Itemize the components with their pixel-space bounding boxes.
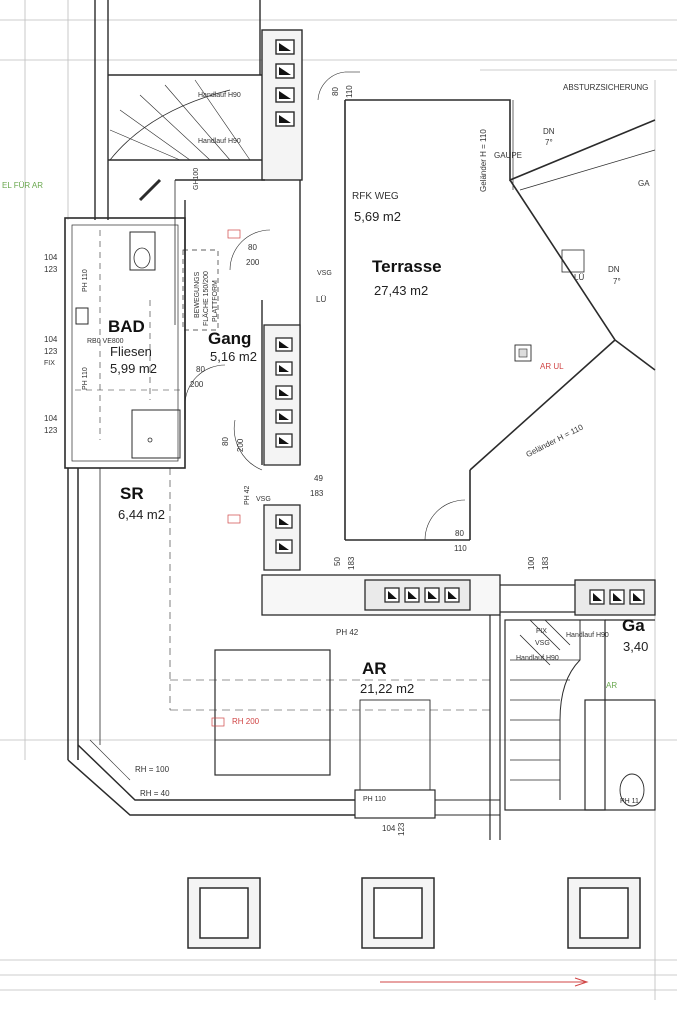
annotation-vsg-1: VSG: [317, 270, 332, 277]
dim-104-top-a: 104: [44, 253, 58, 262]
annotation-absturz: ABSTURZSICHERUNG: [563, 83, 649, 92]
dim-123-bottom-d: 123: [397, 822, 406, 836]
bathroom: [64, 217, 186, 469]
annotation-rb-ve: RB0 VE800: [87, 338, 124, 345]
dim-123-bottom-b: 123: [44, 347, 58, 356]
room-area-bad: 5,99 m2: [110, 361, 157, 376]
dim-104-top-c: 104: [44, 414, 58, 423]
sr-room-walls: [67, 468, 355, 816]
annotation-bewegung-1: BEWEGUNGS: [194, 271, 201, 318]
dim-110-bottom-e: 110: [454, 544, 467, 553]
annotation-dn1-deg: 7°: [545, 138, 553, 147]
room-name-terrasse: Terrasse: [372, 257, 442, 276]
lower-tile-strip: [261, 574, 656, 616]
dim-104-top-d: 104: [382, 824, 396, 833]
room-name-bad: BAD: [108, 317, 145, 336]
dim-80-top-e: 80: [455, 529, 464, 538]
room-area-ga: 3,40: [623, 639, 649, 654]
annotation-ph110-3: PH 110: [363, 796, 386, 803]
annotation-handlauf-3: Handlauf H90: [566, 632, 609, 639]
annotation-fix-2: FIX: [536, 628, 547, 635]
dim-123-bottom-a: 123: [44, 265, 58, 274]
annotation-gaupe: GAUPE: [494, 151, 523, 160]
dim-104-top-b: 104: [44, 335, 58, 344]
annotation-vsg-3: VSG: [535, 640, 550, 647]
terrace: [317, 71, 656, 541]
construction-lines: [0, 0, 677, 1000]
dim-50-top: 50: [333, 557, 342, 566]
chimney-top: [261, 29, 303, 181]
annotation-handlauf-2: Handlauf H90: [198, 138, 241, 145]
red-markers: [211, 229, 241, 727]
dim-49-top: 49: [314, 474, 323, 483]
room-name-sr: SR: [120, 484, 144, 503]
annotation-ga-cut: GA: [638, 179, 650, 188]
annotation-handlauf-1: Handlauf H90: [198, 92, 241, 99]
annotation-rh40: RH = 40: [140, 789, 170, 798]
annotation-rh200: RH 200: [232, 717, 260, 726]
room-name-ga: Ga: [622, 616, 645, 635]
dim-110-bottom-a: 110: [345, 85, 354, 98]
annotation-lu-1: LÜ: [316, 295, 327, 304]
annotation-ph110-2: PH 110: [82, 367, 89, 390]
annotation-ph110-1: PH 110: [82, 269, 89, 292]
chimney-middle: [263, 324, 301, 571]
annotation-el-fur-ar: EL FÜR AR: [2, 181, 44, 190]
upper-left-stair: [94, 0, 270, 220]
stair-right: [504, 619, 656, 811]
annotation-ph42-1: PH 42: [244, 485, 251, 505]
annotation-rh100: RH = 100: [135, 765, 170, 774]
room-area-rfk: 5,69 m2: [354, 209, 401, 224]
annotation-gelaender-top: Geländer H = 110: [479, 129, 488, 192]
dim-80-top-a: 80: [331, 87, 340, 96]
room-area-terrasse: 27,43 m2: [374, 283, 429, 298]
dim-80-top-d: 80: [221, 437, 230, 446]
annotation-dn2: DN: [608, 265, 620, 274]
dim-100-top: 100: [527, 556, 536, 570]
dim-183-bottom-c: 183: [541, 556, 550, 570]
room-area-gang: 5,16 m2: [210, 349, 257, 364]
annotation-bewegung-3: PLATTFORM: [212, 280, 219, 322]
dim-200-bottom-d: 200: [236, 438, 245, 452]
ar-room: [170, 615, 501, 840]
room-finish-bad: Fliesen: [110, 344, 152, 359]
annotation-vsg-2: VSG: [256, 496, 271, 503]
annotation-dn2-deg: 7°: [613, 277, 621, 286]
room-area-sr: 6,44 m2: [118, 507, 165, 522]
annotation-ph110-4: PH 11: [620, 798, 639, 805]
red-arrow: [380, 977, 589, 987]
annotation-ar-ul: AR UL: [540, 362, 564, 371]
room-name-gang: Gang: [208, 329, 252, 348]
annotation-handlauf-4: Handlauf H90: [516, 655, 559, 662]
room-name-rfk: RFK WEG: [352, 191, 399, 202]
dim-183-bottom-b: 183: [347, 556, 356, 570]
annotation-fix-1: FIX: [44, 360, 55, 367]
dim-80-top-b: 80: [248, 243, 257, 252]
dim-123-bottom-c: 123: [44, 426, 58, 435]
dim-80-top-c: 80: [196, 365, 205, 374]
annotation-ar-small: AR: [606, 681, 618, 690]
annotation-ph42-2: PH 42: [336, 628, 359, 637]
dim-200-bottom-b: 200: [246, 258, 260, 267]
annotation-gh100: GH100: [193, 167, 200, 190]
dim-183-bottom-a: 183: [310, 489, 324, 498]
room-area-ar: 21,22 m2: [360, 681, 415, 696]
annotation-bewegung-2: FLÄCHE 150/200: [203, 271, 210, 326]
bottom-windows: [187, 877, 641, 949]
annotation-dn1: DN: [543, 127, 555, 136]
annotation-lu-2: LÜ: [574, 273, 585, 282]
room-name-ar: AR: [362, 659, 387, 678]
dim-200-bottom-c: 200: [190, 380, 204, 389]
